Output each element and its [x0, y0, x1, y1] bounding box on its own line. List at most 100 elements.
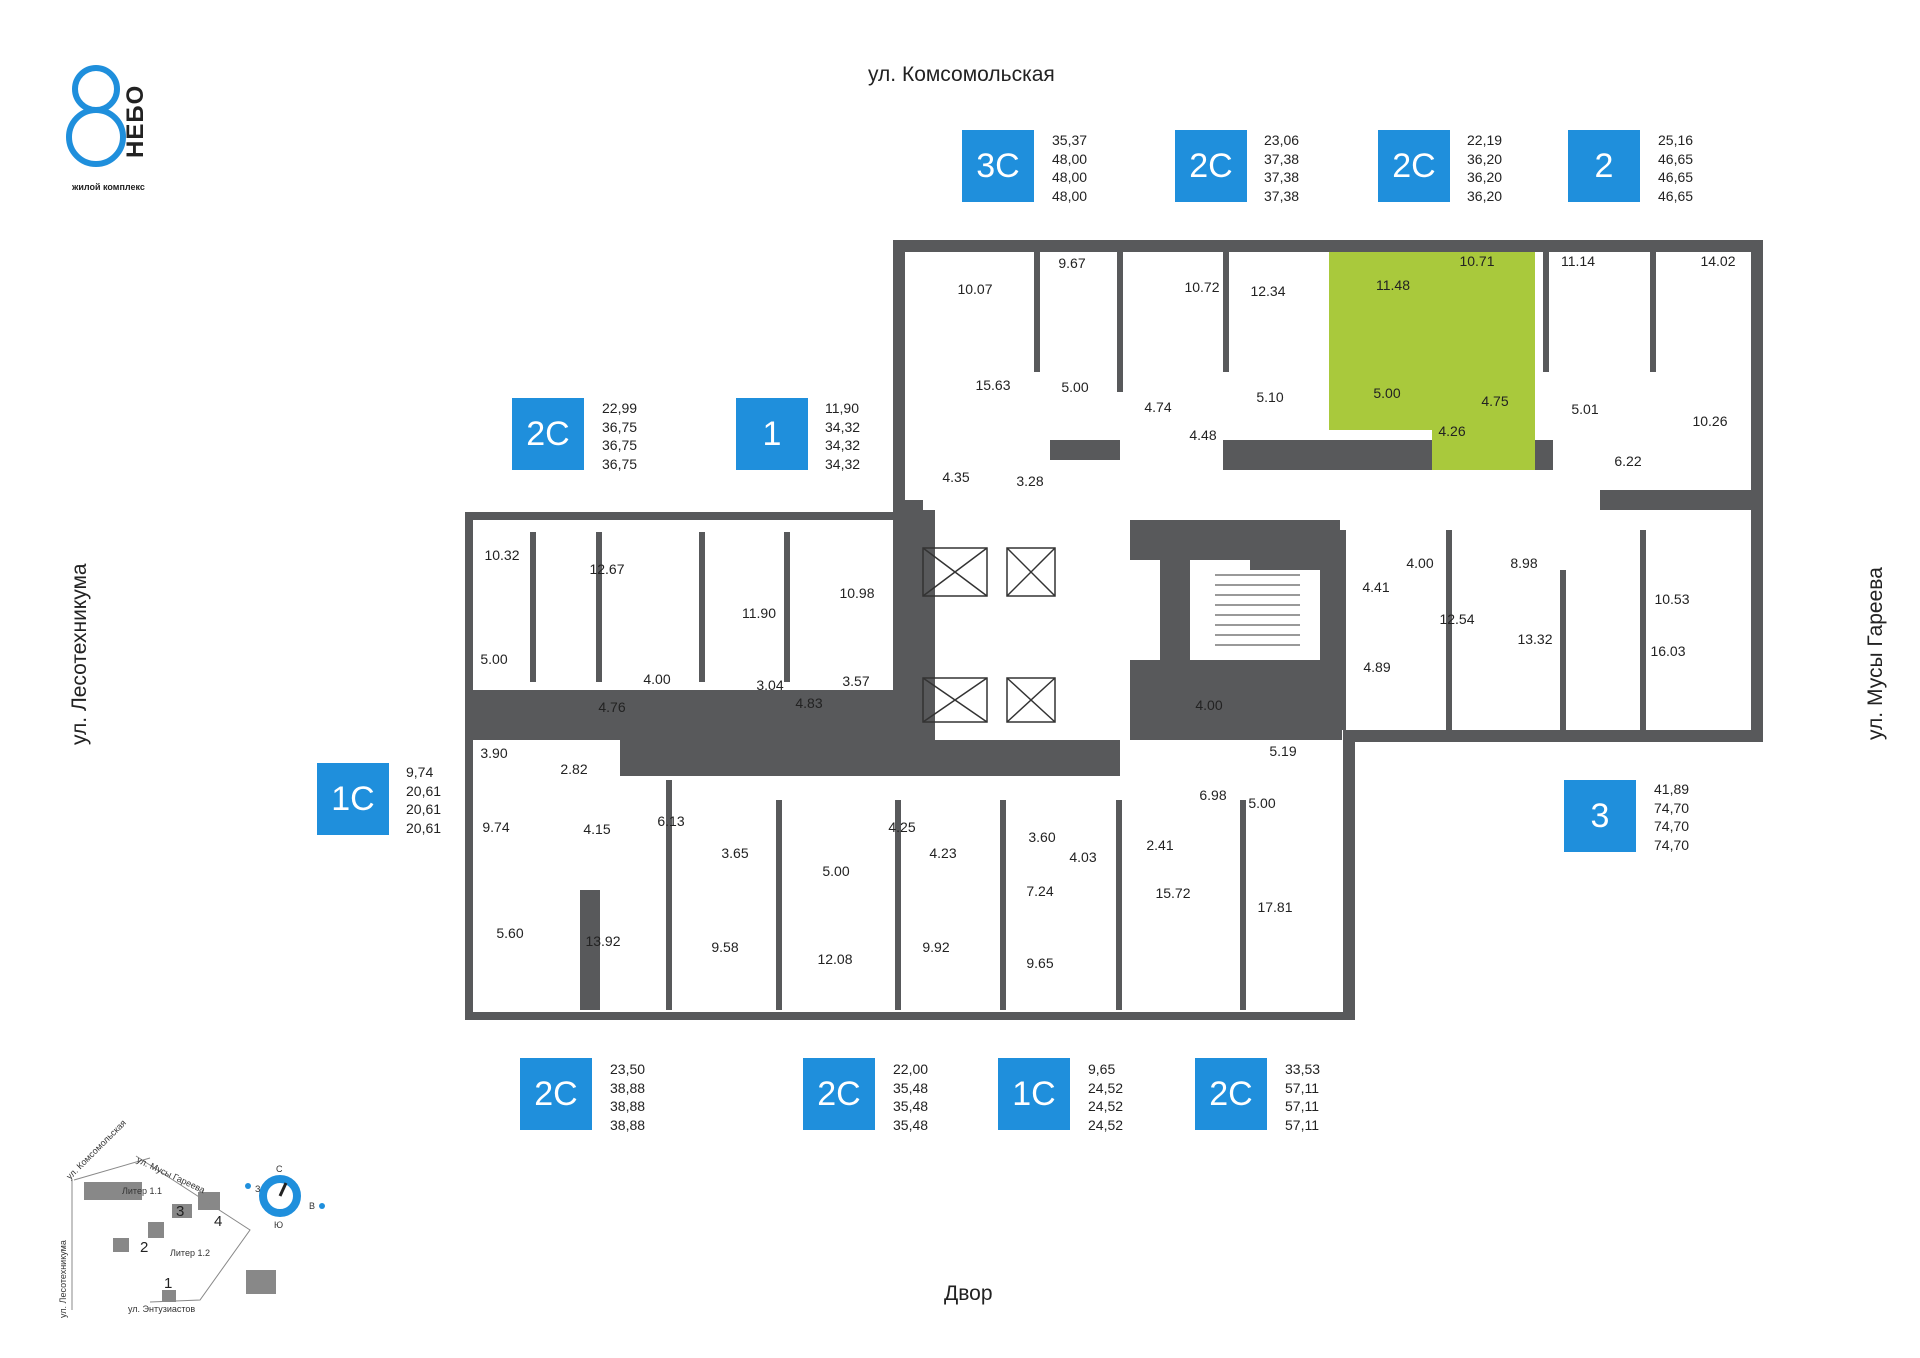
room-label: 9.92 — [922, 939, 949, 955]
compass-north: С — [276, 1164, 283, 1174]
room-label: 14.02 — [1700, 253, 1735, 269]
compass-east: В — [309, 1201, 315, 1211]
minimap-liter: Литер 1.2 — [170, 1248, 210, 1258]
room-label: 5.60 — [496, 925, 523, 941]
minimap-roads — [71, 1155, 251, 1310]
room-label: 4.75 — [1481, 393, 1508, 409]
room-label: 13.92 — [585, 933, 620, 949]
room-label: 10.53 — [1654, 591, 1689, 607]
room-label: 5.00 — [1248, 795, 1275, 811]
room-label: 4.03 — [1069, 849, 1096, 865]
logo: НЕБО жилой комплекс — [66, 62, 166, 192]
room-label: 4.26 — [1438, 423, 1465, 439]
room-label: 17.81 — [1257, 899, 1292, 915]
compass-south: Ю — [274, 1220, 283, 1230]
room-label: 3.60 — [1028, 829, 1055, 845]
staircase — [1215, 574, 1300, 646]
room-label: 4.15 — [583, 821, 610, 837]
room-label: 3.65 — [721, 845, 748, 861]
apt-type-badge: 1С — [998, 1058, 1070, 1130]
room-label: 4.00 — [1195, 697, 1222, 713]
compass-west: З — [255, 1184, 260, 1194]
room-label: 6.13 — [657, 813, 684, 829]
room-label: 9.58 — [711, 939, 738, 955]
room-label: 4.35 — [942, 469, 969, 485]
compass-icon — [245, 1175, 325, 1217]
room-label: 3.57 — [842, 673, 869, 689]
minimap-section: 4 — [214, 1213, 222, 1230]
room-label: 11.90 — [742, 605, 776, 621]
room-label: 4.83 — [795, 695, 822, 711]
room-label: 6.98 — [1199, 787, 1226, 803]
minimap-section: 1 — [164, 1275, 172, 1292]
apt-type-badge: 3С — [962, 130, 1034, 202]
room-label: 4.00 — [643, 671, 670, 687]
room-label: 5.00 — [480, 651, 507, 667]
room-label: 10.98 — [839, 585, 874, 601]
room-label: 5.01 — [1571, 401, 1598, 417]
apt-type-badge: 2С — [803, 1058, 875, 1130]
minimap-liter: Литер 1.1 — [122, 1186, 162, 1196]
room-label: 4.25 — [888, 819, 915, 835]
room-label: 6.22 — [1614, 453, 1641, 469]
room-label: 5.00 — [1373, 385, 1400, 401]
floor-plan-walls — [465, 240, 1763, 1020]
street-top: ул. Комсомольская — [868, 63, 1055, 86]
room-label: 11.48 — [1376, 277, 1410, 293]
highlighted-apartment — [1329, 252, 1535, 470]
apt-type-badge: 2С — [1195, 1058, 1267, 1130]
street-bottom: Двор — [944, 1282, 993, 1305]
room-label: 10.72 — [1184, 279, 1219, 295]
room-label: 10.07 — [957, 281, 992, 297]
room-label: 5.00 — [1061, 379, 1088, 395]
logo-subtitle: жилой комплекс — [72, 182, 145, 192]
minimap-section: 2 — [140, 1239, 148, 1256]
room-label: 4.00 — [1406, 555, 1433, 571]
room-label: 9.67 — [1058, 255, 1085, 271]
room-label: 2.82 — [560, 761, 587, 777]
room-label: 15.72 — [1155, 885, 1190, 901]
apt-type-badge: 1 — [736, 398, 808, 470]
minimap-section: 3 — [176, 1203, 184, 1220]
room-label: 11.14 — [1561, 253, 1595, 269]
room-label: 12.08 — [817, 951, 852, 967]
elevator-shafts — [922, 547, 1056, 723]
room-label: 5.00 — [822, 863, 849, 879]
room-label: 4.76 — [598, 699, 625, 715]
apt-type-badge: 3 — [1564, 780, 1636, 852]
room-labels: 10.07 9.67 10.72 12.34 11.48 10.71 11.14… — [480, 253, 1735, 971]
apt-type-badge: 2С — [512, 398, 584, 470]
room-label: 10.71 — [1459, 253, 1494, 269]
room-label: 12.54 — [1439, 611, 1474, 627]
room-label: 16.03 — [1650, 643, 1685, 659]
minimap-street: ул. Комсомольская — [64, 1120, 128, 1181]
room-label: 3.04 — [756, 677, 783, 693]
apt-type-badge: 1С — [317, 763, 389, 835]
room-label: 4.23 — [929, 845, 956, 861]
room-label: 3.90 — [480, 745, 507, 761]
room-label: 5.10 — [1256, 389, 1283, 405]
minimap-buildings — [84, 1182, 276, 1302]
room-label: 4.74 — [1144, 399, 1171, 415]
room-label: 4.41 — [1362, 579, 1389, 595]
room-label: 8.98 — [1510, 555, 1537, 571]
minimap-street: ул. Лесотехникума — [58, 1240, 68, 1318]
room-label: 9.74 — [482, 819, 509, 835]
logo-eight-icon — [66, 65, 126, 167]
apt-type-badge: 2С — [1175, 130, 1247, 202]
room-label: 10.32 — [484, 547, 519, 563]
room-label: 3.28 — [1016, 473, 1043, 489]
apt-type-badge: 2С — [1378, 130, 1450, 202]
room-label: 13.32 — [1517, 631, 1552, 647]
